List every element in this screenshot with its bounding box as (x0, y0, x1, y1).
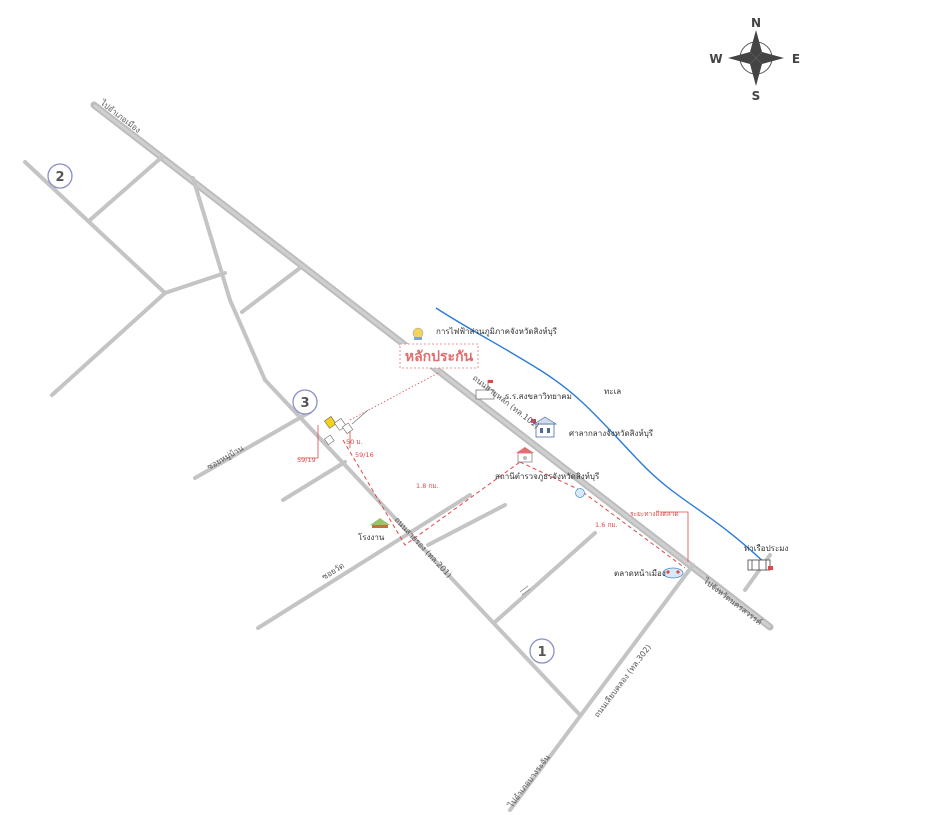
label-pier: ท่าเรือประมง (744, 544, 789, 553)
label-factory: โรงงาน (358, 532, 385, 542)
marker-1[interactable]: 1 (529, 638, 555, 664)
property-building-3 (342, 422, 354, 434)
marker-2-label: 2 (55, 170, 64, 185)
road-label-bottom: ไปอำเภอบางระจัน (506, 753, 552, 810)
compass-w: W (709, 52, 722, 66)
compass-arrow-north (750, 30, 762, 58)
property-main (324, 416, 337, 429)
address-label-1: 59/16 (355, 451, 374, 459)
leader-59-19 (298, 425, 319, 459)
label-provincial-hall: ศาลากลางจังหวัดสิงห์บุรี (569, 428, 654, 438)
compass-e: E (792, 52, 800, 66)
road-side-e (493, 531, 597, 624)
label-market: ตลาดหน้าเมือง (614, 569, 666, 578)
route-to-police (342, 439, 521, 546)
address-label-2: 59/19 (297, 456, 316, 464)
compass-s: S (752, 89, 761, 103)
road-side-c (256, 493, 472, 630)
marker-3[interactable]: 3 (292, 389, 318, 415)
marker-3-circle (292, 389, 318, 415)
factory-icon (370, 518, 390, 528)
marker-3-label: 3 (300, 396, 309, 411)
road-connector-1 (88, 155, 164, 222)
label-school: ร.ร.สงขลาวิทยาคม (505, 392, 572, 401)
road-connector-3 (240, 266, 302, 314)
marker-1-label: 1 (537, 645, 546, 660)
label-police: สถานีตำรวจภูธรจังหวัดสิงห์บุรี (495, 471, 600, 482)
marker-2[interactable]: 2 (47, 163, 73, 189)
property-fence (351, 409, 369, 425)
route-to-title (349, 371, 441, 421)
road-upper-left (23, 160, 167, 295)
school-icon (475, 380, 495, 400)
road-label-side-a: ซอยหมู่บ้าน (206, 443, 247, 472)
provincial-hall-icon (531, 416, 558, 438)
road-connector-2 (163, 271, 227, 295)
marker-2-circle (47, 163, 73, 189)
title-box (399, 343, 479, 369)
road-side-d (426, 503, 507, 547)
distance-label-2: 1.8 กม. (416, 482, 439, 490)
label-sea: ทะเล (604, 387, 621, 396)
distance-label-1: 50 ม. (346, 438, 363, 446)
label-pea: การไฟฟ้าส่วนภูมิภาคจังหวัดสิงห์บุรี (436, 326, 558, 337)
road-secondary (263, 378, 582, 717)
pea-icon (412, 327, 424, 340)
road-label-diagonal: ถนนเลียบคลอง (ทล.302) (592, 643, 653, 719)
police-station-icon (516, 447, 534, 463)
leader-market (660, 511, 689, 562)
compass-n: N (751, 16, 761, 30)
road-diagonal-south (508, 563, 695, 812)
road-inner-loop (191, 176, 267, 382)
distance-label-4: ระยะทางถึงตลาด (630, 510, 679, 518)
road-network (23, 101, 774, 812)
water-icon (575, 488, 585, 498)
compass-arrow-south (750, 58, 762, 86)
coastline (435, 307, 771, 569)
collateral-title: หลักประกัน (399, 343, 479, 369)
bridge-icon (519, 585, 531, 596)
pier-icon (747, 559, 773, 571)
market-icon (662, 567, 684, 579)
compass-arrow-east (756, 52, 784, 64)
marker-1-circle (529, 638, 555, 664)
road-side-a (193, 410, 312, 480)
route-lines (298, 371, 689, 569)
distance-label-3: 1.6 กม. (595, 521, 618, 529)
property-buildings[interactable] (324, 409, 369, 446)
road-left-down (50, 291, 167, 397)
compass-rose: N S E W (709, 16, 800, 103)
road-side-b (281, 460, 347, 502)
property-building-4 (324, 434, 335, 446)
compass-arrow-west (728, 52, 756, 64)
title-text: หลักประกัน (405, 349, 474, 365)
road-label-lower-se: ไปจังหวัดนครสวรรค์ (701, 575, 764, 627)
